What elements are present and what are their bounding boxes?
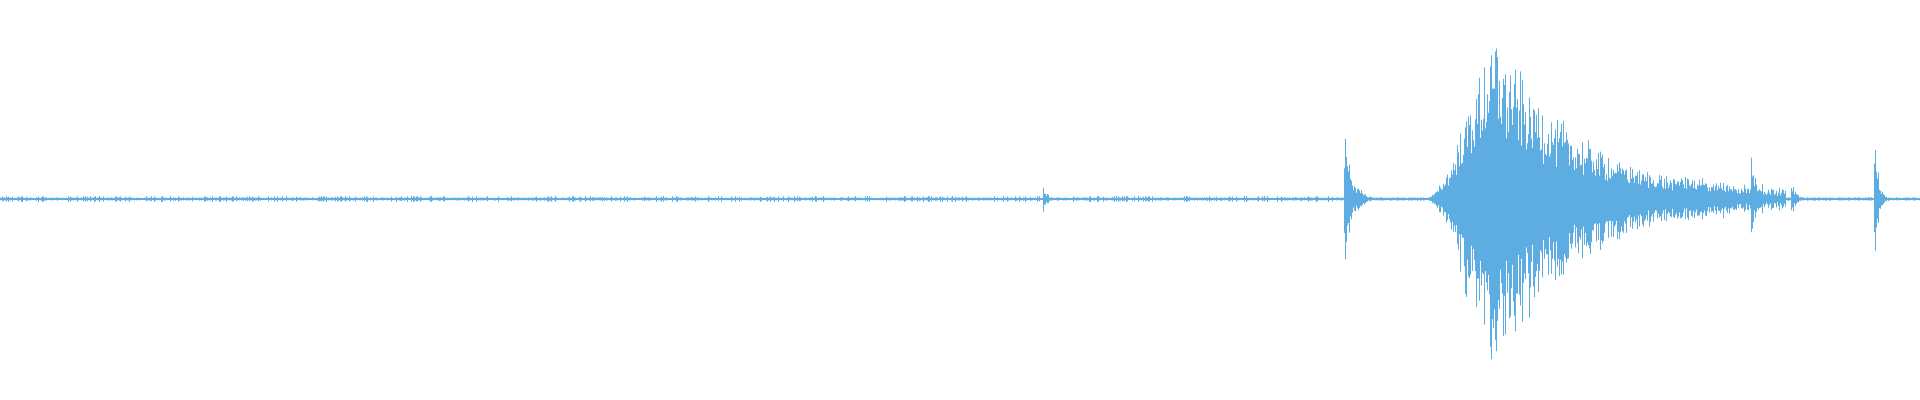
waveform-samples bbox=[0, 48, 1920, 360]
waveform-bars bbox=[0, 48, 1920, 360]
